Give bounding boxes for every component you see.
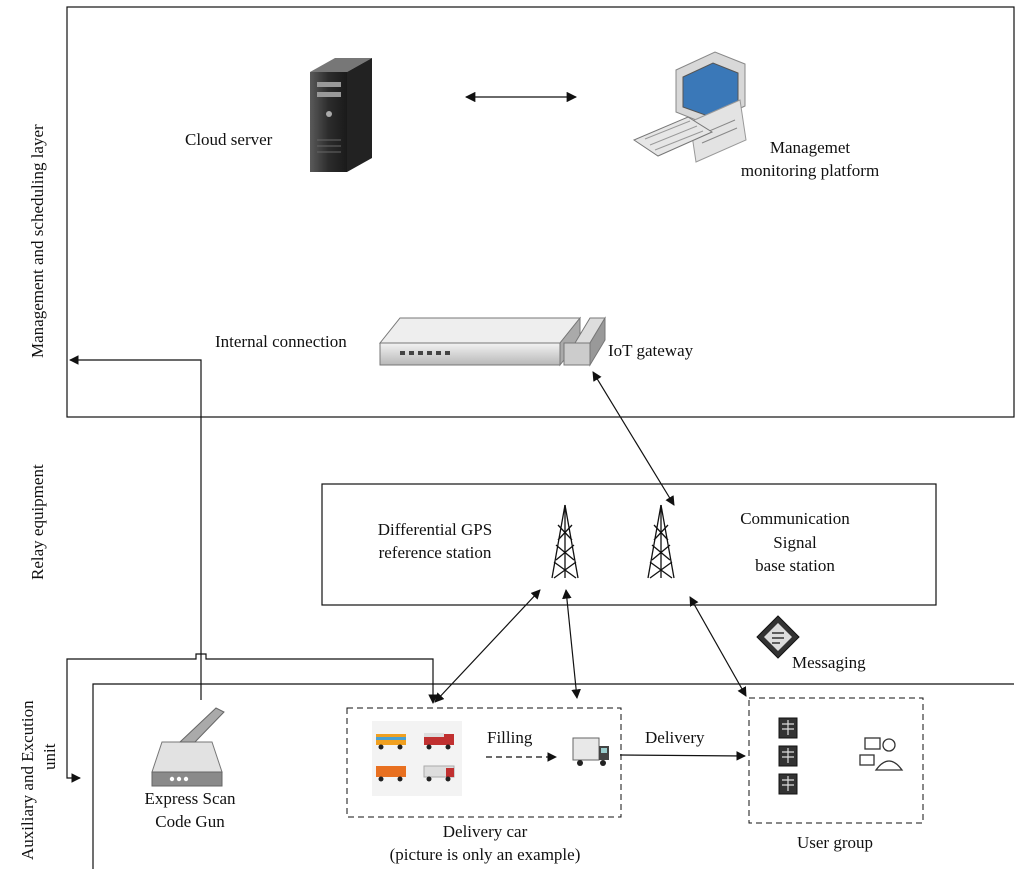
monitoring-label-line2: monitoring platform <box>740 161 880 180</box>
delivery-label: Delivery <box>645 728 705 747</box>
delivery-car-label-line1: Delivery car <box>442 822 528 841</box>
tower-car-link <box>562 589 581 699</box>
user-devices-icon <box>778 717 798 795</box>
tower-user-link <box>689 596 747 697</box>
comm-label-line1: Communication <box>740 509 850 528</box>
management-layer-label: Management and scheduling layer <box>28 124 47 358</box>
filling-label: Filling <box>487 728 533 747</box>
auxiliary-layer-label-line1: Auxiliary and Excution <box>18 700 37 860</box>
internal-connection-line <box>69 355 202 700</box>
gps-car-link <box>434 589 541 703</box>
gps-tower-icon <box>551 504 579 579</box>
comm-label-line2: Signal <box>773 533 817 552</box>
delivery-car-label-line2: (picture is only an example) <box>389 845 581 864</box>
cloud-server-icon <box>310 58 372 172</box>
box-truck-icon <box>572 737 609 766</box>
messaging-label: Messaging <box>792 653 866 672</box>
relay-layer-label: Relay equipment <box>28 464 47 580</box>
user-group-label: User group <box>796 833 873 852</box>
computer-icon <box>632 51 747 163</box>
monitoring-label-line1: Managemet <box>769 138 851 157</box>
user-person-icon <box>859 737 904 771</box>
gateway-tower-link <box>592 371 675 506</box>
iot-gateway-label: IoT gateway <box>608 341 694 360</box>
communication-tower-icon <box>647 504 675 579</box>
delivery-trucks-image <box>372 721 462 796</box>
truck-icon-4 <box>423 765 455 782</box>
user-group-box <box>748 697 924 824</box>
delivery-arrow <box>619 751 746 761</box>
truck-icon-3 <box>376 766 406 782</box>
auxiliary-layer-label-line2: unit <box>40 743 59 770</box>
management-layer-box <box>66 6 1015 418</box>
truck-icon-1 <box>376 734 406 750</box>
execution-unit-line-outer <box>66 653 438 783</box>
scan-gun-icon <box>151 707 225 787</box>
messaging-icon <box>756 615 800 659</box>
cloud-server-label: Cloud server <box>185 130 273 149</box>
internal-connection-label: Internal connection <box>215 332 347 351</box>
truck-icon-2 <box>424 733 454 750</box>
scan-gun-label-line1: Express Scan <box>144 789 236 808</box>
comm-label-line3: base station <box>755 556 835 575</box>
dgps-label-line1: Differential GPS <box>377 520 493 539</box>
execution-unit-line-inner <box>92 683 1014 869</box>
dgps-label-line2: reference station <box>378 543 492 562</box>
scan-gun-label-line2: Code Gun <box>155 812 225 831</box>
iot-gateway-icon <box>378 316 606 367</box>
